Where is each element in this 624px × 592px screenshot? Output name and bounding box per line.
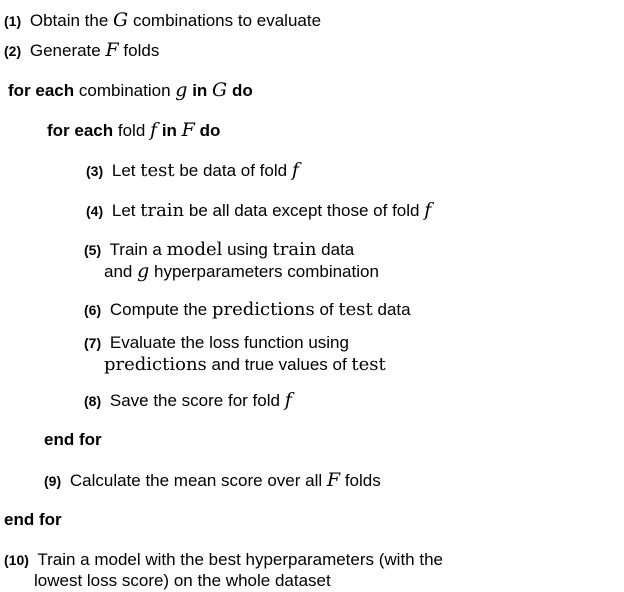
math-symbol: test (140, 160, 175, 181)
step-text: data (321, 240, 355, 259)
step-number: (1) (4, 13, 22, 29)
math-symbol: G (113, 9, 129, 31)
math-symbol: predictions (104, 354, 207, 375)
step-text: combination (78, 81, 171, 100)
end-inner-loop: end for (44, 430, 102, 449)
step-number: (4) (86, 203, 104, 219)
math-symbol: f (150, 119, 158, 141)
step-text: and true values of (211, 355, 347, 374)
step-5-continuation: and g hyperparameters combination (104, 261, 379, 282)
step-7: (7) Evaluate the loss function using (84, 333, 349, 353)
step-5: (5) Train a model using train data (84, 240, 354, 260)
step-10: (10) Train a model with the best hyperpa… (4, 550, 443, 570)
step-text: Calculate the mean score over all (69, 471, 323, 490)
math-symbol: g (137, 260, 150, 282)
math-symbol: train (140, 200, 185, 221)
step-number: (9) (44, 473, 62, 489)
step-1: (1) Obtain the G combinations to evaluat… (4, 10, 321, 31)
step-text: Generate (29, 41, 101, 60)
step-number: (3) (86, 163, 104, 179)
math-symbol: g (175, 79, 188, 101)
step-number: (7) (84, 335, 102, 351)
step-8: (8) Save the score for fold f (84, 390, 292, 411)
step-text: be all data except those of fold (188, 201, 420, 220)
math-symbol: f (424, 199, 432, 221)
step-number: (2) (4, 43, 22, 59)
step-4: (4) Let train be all data except those o… (86, 200, 431, 221)
step-number: (6) (84, 302, 102, 318)
inner-loop-header: for each fold f in F do (47, 120, 220, 141)
step-number: (8) (84, 393, 102, 409)
math-symbol: F (326, 469, 341, 491)
step-text: Train a (109, 240, 162, 259)
step-text: Evaluate the loss function using (109, 333, 349, 352)
step-10-continuation: lowest loss score) on the whole dataset (34, 571, 331, 591)
step-text: be data of fold (179, 161, 288, 180)
step-number: (5) (84, 242, 102, 258)
step-text: Train a model with the best hyperparamet… (37, 550, 443, 569)
end-outer-loop: end for (4, 510, 62, 529)
step-text: data (377, 300, 411, 319)
step-number: (10) (4, 552, 29, 568)
step-6: (6) Compute the predictions of test data (84, 300, 411, 320)
math-symbol: f (284, 389, 292, 411)
step-text: hyperparameters combination (154, 262, 379, 281)
math-symbol: test (338, 299, 373, 320)
keyword: for each (47, 121, 114, 140)
step-7-continuation: predictions and true values of test (104, 355, 386, 375)
step-3: (3) Let test be data of fold f (86, 160, 299, 181)
math-symbol: model (166, 239, 223, 260)
math-symbol: predictions (211, 299, 315, 320)
keyword: for each (8, 81, 75, 100)
step-text: Let (111, 161, 136, 180)
math-symbol: G (212, 79, 228, 101)
step-text: and (104, 262, 133, 281)
step-text: lowest loss score) on the whole dataset (34, 571, 331, 590)
keyword: in (192, 81, 208, 100)
step-text: fold (117, 121, 146, 140)
step-text: Save the score for fold (109, 391, 280, 410)
keyword: do (231, 81, 253, 100)
step-text: combinations to evaluate (132, 11, 322, 30)
math-symbol: F (181, 119, 195, 141)
keyword: do (199, 121, 221, 140)
step-text: folds (123, 41, 160, 60)
step-text: Compute the (109, 300, 208, 319)
keyword: in (161, 121, 177, 140)
step-9: (9) Calculate the mean score over all F … (44, 470, 381, 491)
step-text: folds (344, 471, 381, 490)
outer-loop-header: for each combination g in G do (8, 80, 253, 101)
step-text: using (227, 240, 268, 259)
step-2: (2) Generate F folds (4, 40, 159, 61)
math-symbol: test (351, 354, 386, 375)
math-symbol: F (105, 39, 119, 61)
step-text: Let (111, 201, 136, 220)
math-symbol: f (291, 159, 299, 181)
math-symbol: train (272, 239, 317, 260)
step-text: of (319, 300, 334, 319)
step-text: Obtain the (29, 11, 109, 30)
